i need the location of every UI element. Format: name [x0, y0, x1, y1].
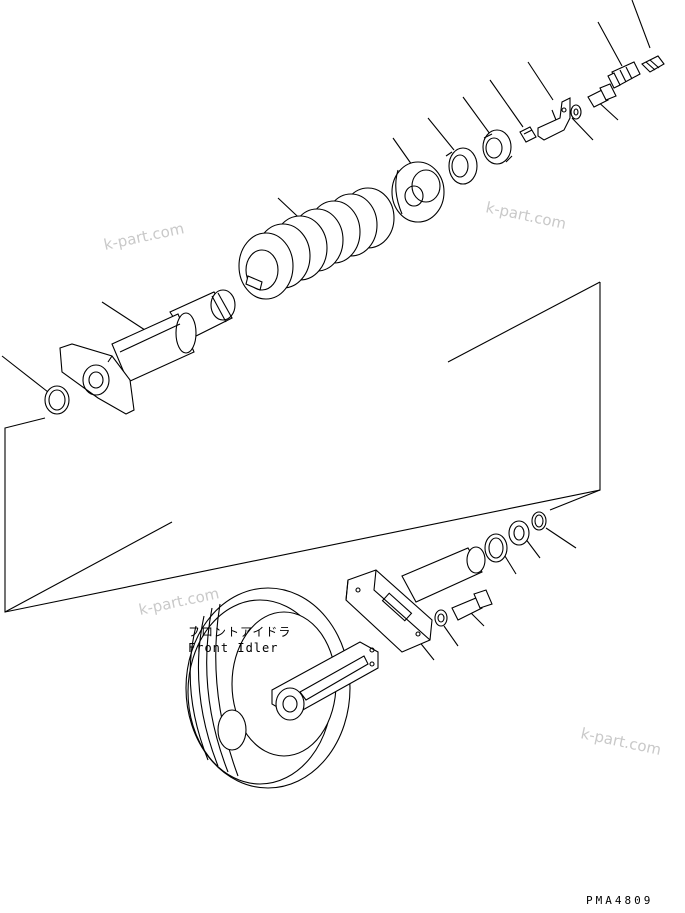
nut-right — [508, 520, 530, 546]
grease-valve — [607, 61, 641, 89]
ring-right — [484, 533, 508, 563]
label-front-idler-jp: フロントアイドラ — [188, 625, 291, 639]
rod-flange — [59, 343, 135, 415]
bushing — [445, 147, 478, 185]
idler-shaft — [401, 546, 486, 603]
assembly-outline — [4, 281, 601, 613]
watermark-4: k-part.com — [579, 724, 663, 759]
label-front-idler-en: Front Idler — [188, 641, 278, 655]
support-bracket — [345, 569, 433, 653]
grease-fitting — [641, 55, 665, 73]
recoil-spring — [238, 187, 395, 300]
seal-ring-left — [44, 385, 70, 415]
mounting-washer — [434, 609, 448, 627]
snap-ring-right — [531, 511, 547, 531]
spring-holder — [391, 161, 445, 223]
watermark-2: k-part.com — [484, 198, 568, 233]
drawing-code: PMA4809 — [586, 894, 653, 907]
nut — [482, 129, 513, 165]
recoil-rod — [111, 289, 236, 383]
front-idler-wheel — [185, 587, 351, 789]
leader-lines — [1, 0, 651, 661]
watermark-3: k-part.com — [137, 584, 221, 619]
mounting-bolt — [451, 589, 493, 621]
small-block — [519, 126, 537, 143]
idler-yoke — [271, 641, 379, 721]
hex-bolt-small — [587, 83, 617, 108]
lock-plate — [537, 97, 571, 141]
watermark-1: k-part.com — [102, 219, 186, 254]
small-washer — [570, 104, 582, 120]
